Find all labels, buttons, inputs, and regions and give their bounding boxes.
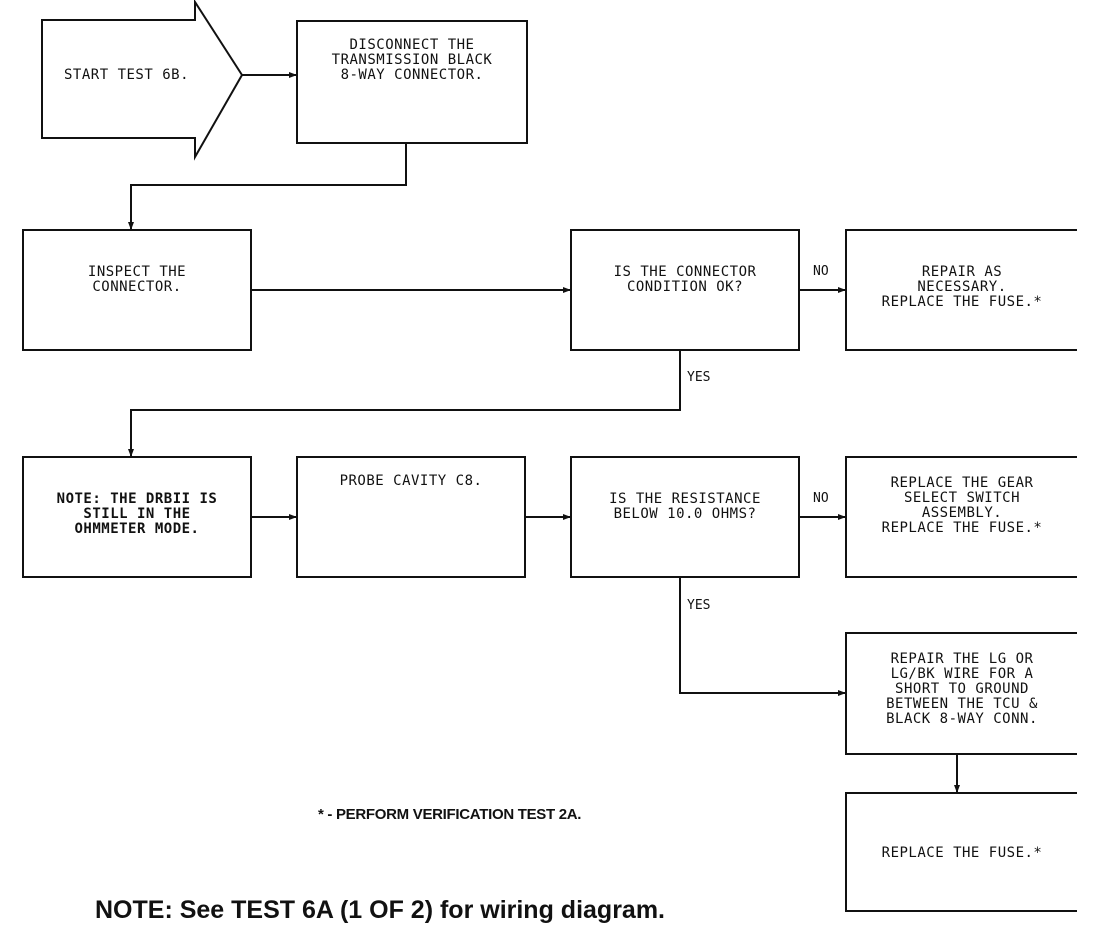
node-repair-as-necessary: REPAIR AS NECESSARY. REPLACE THE FUSE.* bbox=[845, 229, 1077, 351]
node-disconnect-connector: DISCONNECT THE TRANSMISSION BLACK 8-WAY … bbox=[296, 20, 528, 144]
node-drbii-note: NOTE: THE DRBII IS STILL IN THE OHMMETER… bbox=[22, 456, 252, 578]
branch-label-yes: YES bbox=[687, 370, 711, 385]
node-probe-cavity: PROBE CAVITY C8. bbox=[296, 456, 526, 578]
footnote: * - PERFORM VERIFICATION TEST 2A. bbox=[318, 806, 582, 823]
node-inspect-connector: INSPECT THE CONNECTOR. bbox=[22, 229, 252, 351]
edge-connector-ok-yes bbox=[128, 351, 681, 457]
start-arrow-shape bbox=[41, 0, 244, 161]
branch-label-no: NO bbox=[813, 264, 829, 279]
edge-resistance-yes bbox=[679, 578, 846, 696]
node-resistance-question: IS THE RESISTANCE BELOW 10.0 OHMS? bbox=[570, 456, 800, 578]
edge-disconnect-inspect bbox=[128, 144, 407, 230]
wiring-diagram-note: NOTE: See TEST 6A (1 OF 2) for wiring di… bbox=[95, 896, 665, 924]
node-replace-gear-select-switch: REPLACE THE GEAR SELECT SWITCH ASSEMBLY.… bbox=[845, 456, 1077, 578]
branch-label-yes: YES bbox=[687, 598, 711, 613]
branch-label-no: NO bbox=[813, 491, 829, 506]
start-label: START TEST 6B. bbox=[64, 67, 190, 83]
node-repair-lg-wire: REPAIR THE LG OR LG/BK WIRE FOR A SHORT … bbox=[845, 632, 1077, 755]
node-replace-fuse: REPLACE THE FUSE.* bbox=[845, 792, 1077, 912]
node-connector-condition-question: IS THE CONNECTOR CONDITION OK? bbox=[570, 229, 800, 351]
